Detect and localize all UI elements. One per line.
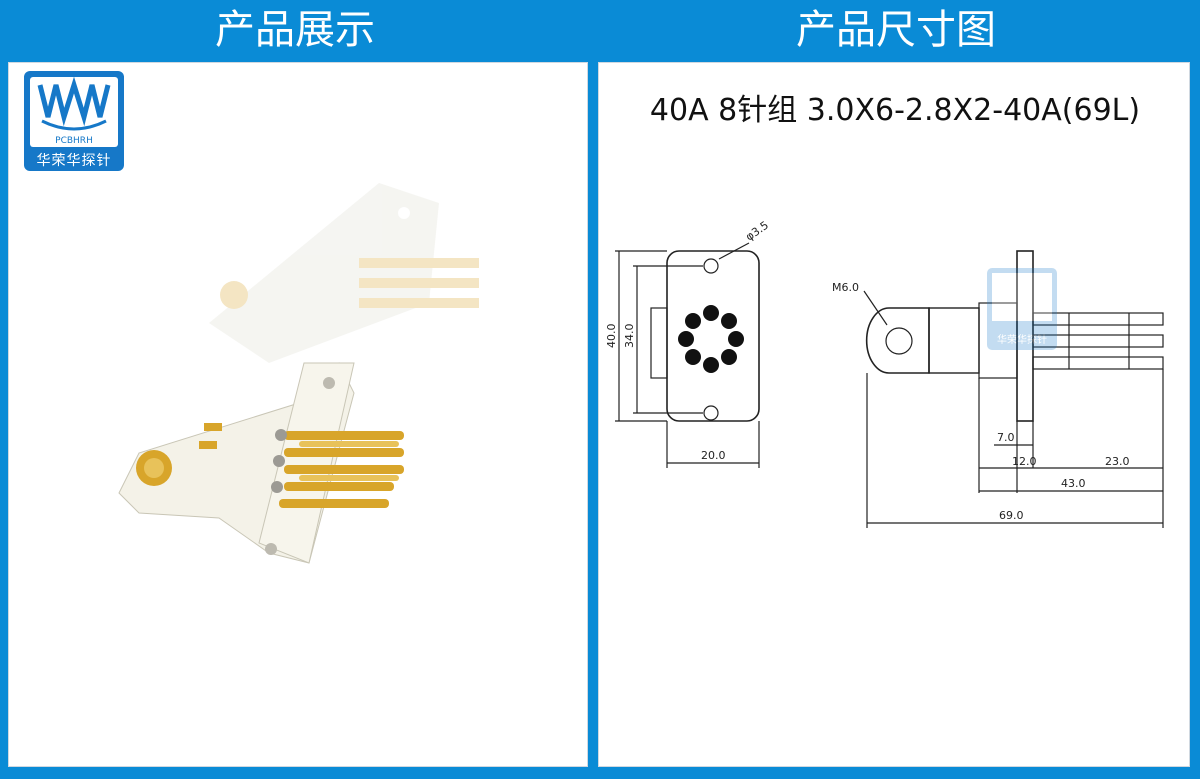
connector-render — [118, 183, 479, 564]
mount-hole-top — [323, 377, 335, 389]
rear-pin — [136, 450, 172, 486]
side-view — [863, 250, 1164, 528]
product-display-panel: PCBHRH 华荣华探针 — [8, 62, 588, 767]
dimension-panel: 40A 8针组 3.0X6-2.8X2-40A(69L) — [598, 62, 1190, 767]
dim-23-label: 23.0 — [1105, 455, 1130, 468]
hole-dia-label: φ3.5 — [743, 219, 771, 244]
dim-7-label: 7.0 — [997, 431, 1015, 444]
logo-brand-name: 华荣华探针 — [36, 153, 112, 169]
dim-12-label: 12.0 — [1012, 455, 1037, 468]
logo-abbr: PCBHRH — [55, 136, 93, 146]
brand-logo: PCBHRH 华荣华探针 — [24, 71, 124, 171]
crown-icon: PCBHRH — [37, 76, 111, 146]
dimension-drawing: φ3.5 40.0 34.0 20.0 M6.0 7.0 12.0 23.0 4… — [605, 219, 1164, 528]
small-pin-1 — [204, 423, 222, 431]
product-spec-title: 40A 8针组 3.0X6-2.8X2-40A(69L) — [649, 93, 1141, 128]
height-outer-label: 40.0 — [605, 324, 618, 349]
connector-body — [118, 362, 355, 564]
dim-43-label: 43.0 — [1061, 477, 1086, 490]
width-label: 20.0 — [701, 449, 726, 462]
pin-holes — [678, 305, 744, 373]
probe-pins — [271, 429, 404, 508]
mount-hole-bottom — [265, 543, 277, 555]
height-inner-label: 34.0 — [623, 324, 636, 349]
dimension-drawing-title: 产品尺寸图 — [796, 7, 996, 53]
thread-label: M6.0 — [832, 281, 859, 294]
front-view — [615, 242, 760, 468]
connector-reflection — [209, 183, 479, 363]
small-pin-2 — [199, 441, 217, 449]
watermark-text: 华荣华探针 — [997, 333, 1047, 346]
dim-69-label: 69.0 — [999, 509, 1024, 522]
product-display-title: 产品展示 — [215, 7, 375, 53]
watermark-logo: 华荣华探针 — [987, 268, 1057, 350]
logo-mark: PCBHRH — [30, 76, 118, 147]
